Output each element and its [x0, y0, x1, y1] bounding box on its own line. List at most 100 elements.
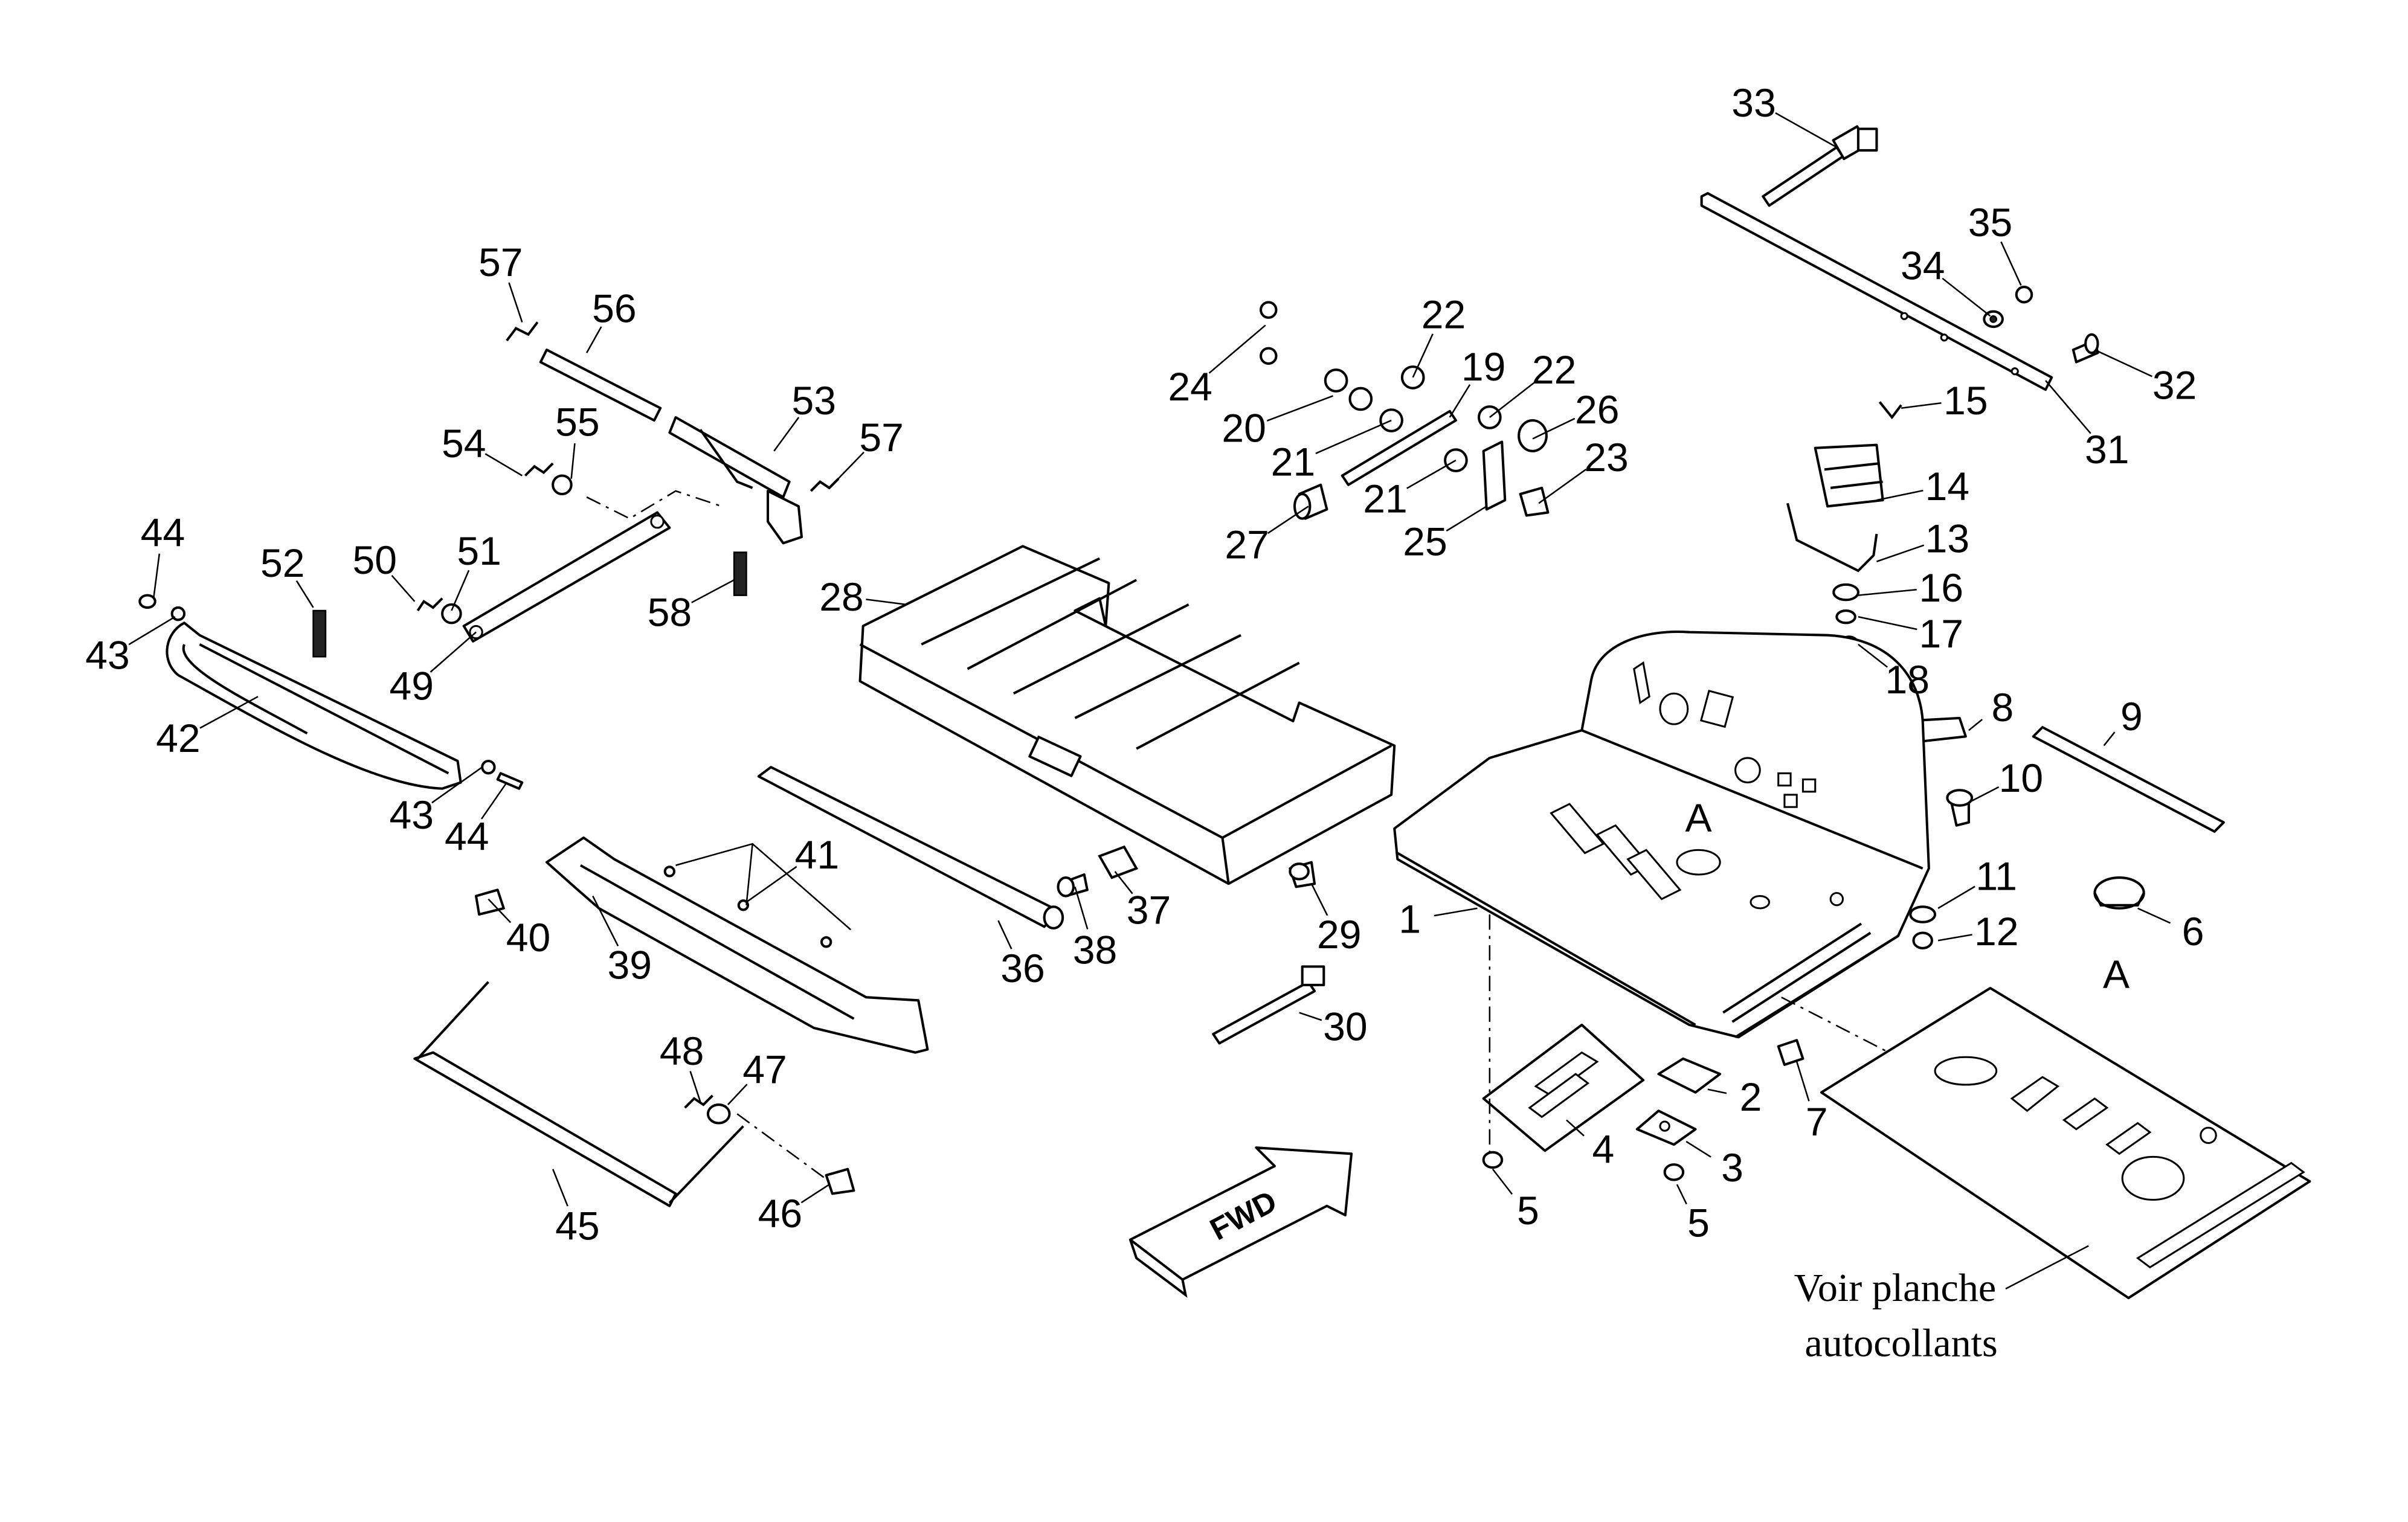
washer-24 [1260, 301, 1278, 365]
callout-label-55: 55 [555, 400, 600, 445]
callout-leader-20 [1266, 395, 1333, 422]
callout-leader-45 [552, 1169, 568, 1207]
callout-leader-58 [691, 579, 735, 603]
callout-leader-28 [866, 599, 906, 606]
pin-19 [1341, 409, 1457, 486]
callout-leader-2 [1707, 1088, 1727, 1094]
callout-label-15: 15 [1943, 379, 1988, 423]
sticker-plate [1820, 986, 2311, 1300]
callout-label-4: 4 [1592, 1128, 1615, 1172]
callout-label-48: 48 [660, 1029, 704, 1074]
callout-leader-13 [1876, 544, 1925, 562]
callout-label-21a: 21 [1271, 440, 1316, 485]
callout-leader-33 [1775, 112, 1837, 148]
callout-leader-57a [508, 282, 523, 323]
callout-leader-18 [1858, 643, 1888, 668]
washer-16 [1832, 583, 1859, 602]
callout-label-53: 53 [792, 379, 837, 423]
callout-leader-53 [773, 417, 800, 452]
cable-tie-33 [1762, 125, 1878, 207]
callout-label-2: 2 [1740, 1075, 1762, 1120]
callout-leader-54 [484, 453, 523, 477]
callout-label-21b: 21 [1363, 477, 1408, 521]
bolt-7 [1777, 1039, 1804, 1067]
callout-label-43b: 43 [390, 793, 434, 838]
callout-label-36: 36 [1000, 946, 1045, 991]
nut-12 [1912, 931, 1933, 949]
callout-leader-12 [1937, 934, 1972, 942]
callout-label-19: 19 [1461, 345, 1506, 390]
clip-15 [1878, 401, 1902, 420]
callout-leader-5b [1676, 1184, 1687, 1205]
washer-17 [1835, 609, 1856, 625]
callout-leader-25 [1446, 506, 1487, 532]
bolt-44b [496, 772, 524, 790]
nut-5b [1663, 1163, 1685, 1181]
callout-label-40: 40 [506, 916, 551, 960]
clip-48 [684, 1094, 713, 1109]
callout-label-5b: 5 [1687, 1201, 1710, 1246]
callout-leader-34 [1942, 277, 1991, 317]
callout-label-17: 17 [1919, 612, 1963, 657]
bushing-27 [1293, 483, 1328, 520]
callout-label-18: 18 [1885, 658, 1930, 702]
callout-label-49: 49 [390, 664, 434, 708]
washer-21a [1379, 408, 1403, 432]
shaft-36 [757, 766, 1064, 930]
callout-label-56: 56 [592, 286, 637, 331]
callout-leader-8 [1968, 719, 1983, 731]
callout-label-29: 29 [1317, 913, 1362, 957]
callout-label-5a: 5 [1517, 1189, 1539, 1233]
callout-label-52: 52 [260, 541, 305, 586]
rod-45 [413, 981, 744, 1207]
clip-57a [506, 321, 539, 342]
plug-6 [2093, 876, 2145, 910]
callout-leader-27 [1267, 506, 1309, 535]
callout-label-51: 51 [457, 529, 501, 574]
callout-leader-56 [585, 326, 602, 353]
callout-leader-44b [481, 782, 507, 820]
callout-leader-40 [488, 898, 512, 923]
callout-leader-44a [152, 553, 161, 599]
washer-43b [481, 759, 496, 775]
callout-leader-32 [2094, 349, 2152, 377]
callout-leader-3 [1685, 1140, 1711, 1158]
callout-leader-52 [295, 580, 314, 608]
callout-leader-48 [689, 1071, 701, 1102]
callout-label-38: 38 [1073, 928, 1118, 972]
callout-label-14: 14 [1925, 464, 1970, 509]
callout-leader-49 [430, 631, 477, 673]
callout-leader-51 [451, 570, 470, 611]
callout-leader-41 [745, 865, 797, 903]
callout-leader-10 [1971, 786, 2000, 802]
callout-label-13: 13 [1925, 517, 1970, 562]
callout-leader-39 [592, 895, 619, 947]
callout-leader-50 [391, 574, 416, 602]
washer-55 [552, 474, 573, 496]
callout-label-45: 45 [555, 1204, 600, 1249]
spring-52 [312, 609, 327, 658]
callout-leader-36 [997, 920, 1012, 949]
callout-leader-38 [1074, 886, 1089, 930]
callout-label-12: 12 [1974, 910, 2019, 954]
bolt-23 [1519, 486, 1550, 517]
callout-leader-57b [828, 451, 864, 489]
callout-leader-19 [1449, 384, 1471, 418]
bolt-44a [138, 594, 156, 609]
callout-label-32: 32 [2152, 364, 2197, 408]
nut-35 [2015, 286, 2033, 304]
callout-leader-14 [1876, 489, 1924, 501]
callout-label-47: 47 [742, 1047, 787, 1092]
callout-leader-31 [2045, 380, 2091, 434]
callout-leader-42 [199, 696, 259, 729]
callout-leader-1 [1434, 907, 1478, 917]
callout-label-26: 26 [1575, 388, 1620, 432]
callout-label-22a: 22 [1421, 293, 1466, 338]
reference-marker-a-plate: A [1685, 796, 1712, 841]
bracket-13 [1786, 503, 1878, 573]
callout-label-27: 27 [1225, 523, 1269, 568]
callout-leader-23 [1538, 469, 1587, 504]
callout-leader-17 [1858, 615, 1917, 631]
callout-leader-6 [2137, 907, 2171, 924]
clip-50 [416, 597, 443, 612]
